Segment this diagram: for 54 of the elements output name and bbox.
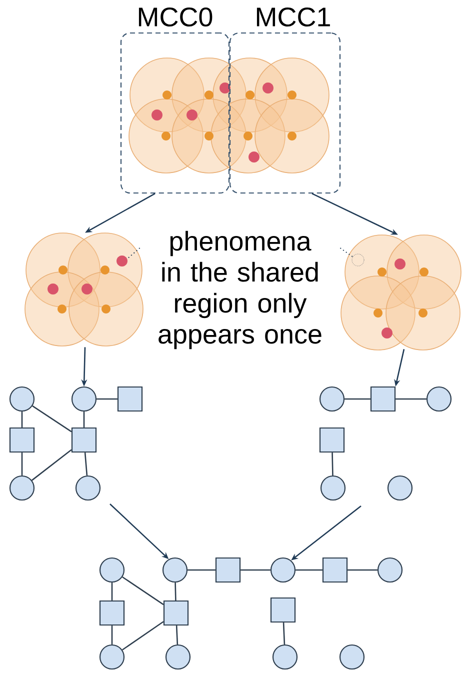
graph-square xyxy=(163,600,189,626)
cluster-drawing xyxy=(24,232,144,346)
graph-edge xyxy=(83,412,85,428)
graph-edge xyxy=(96,398,118,400)
graph-edge xyxy=(344,398,370,400)
graph-square xyxy=(270,597,296,623)
graph-edge xyxy=(122,576,164,606)
graph-square xyxy=(215,557,241,583)
box-heading: MCC0 xyxy=(138,7,212,27)
graph-square xyxy=(319,427,345,453)
graph-vertex xyxy=(9,386,35,412)
cluster-drawing xyxy=(340,234,462,350)
graph-vertex xyxy=(99,644,125,670)
graph-edge xyxy=(296,569,322,571)
graph-edge xyxy=(111,582,113,600)
graph-edge xyxy=(396,398,426,400)
graph-square xyxy=(99,600,125,626)
graph-square xyxy=(370,386,396,412)
graph-vertex xyxy=(272,644,298,670)
graph-vertex xyxy=(75,475,101,501)
graph-vertex xyxy=(99,557,125,583)
graph-edge xyxy=(348,569,378,571)
leader-line xyxy=(126,248,140,260)
graph-edge xyxy=(84,452,88,476)
graph-edge xyxy=(21,412,23,428)
graph-edge xyxy=(32,405,72,432)
graph-edge xyxy=(332,452,334,476)
graph-square xyxy=(71,427,97,453)
graph-vertex xyxy=(339,644,365,670)
graph-edge xyxy=(240,569,270,571)
graph-vertex xyxy=(387,475,413,501)
graph-vertex xyxy=(270,557,296,583)
graph-edge xyxy=(122,621,164,650)
graph-edge xyxy=(176,626,178,644)
graph-edge xyxy=(188,569,216,571)
graph-vertex xyxy=(162,557,188,583)
annotation-text: phenomena in the shared region only appears once xyxy=(158,230,322,350)
graph-edge xyxy=(21,452,23,476)
graph-vertex xyxy=(426,386,452,412)
graph-vertex xyxy=(320,475,346,501)
box-heading: MCC1 xyxy=(256,7,330,27)
graph-edge xyxy=(174,582,176,600)
graph-vertex xyxy=(165,644,191,670)
graph-vertex xyxy=(9,475,35,501)
graph-vertex xyxy=(377,557,403,583)
graph-vertex xyxy=(71,386,97,412)
graph-edge xyxy=(111,626,113,644)
graph-edge xyxy=(32,449,72,481)
graph-edge xyxy=(282,622,286,644)
graph-square xyxy=(9,427,35,453)
graph-square xyxy=(322,557,348,583)
leader-line xyxy=(340,248,354,258)
graph-square xyxy=(117,386,143,412)
graph-vertex xyxy=(319,386,345,412)
